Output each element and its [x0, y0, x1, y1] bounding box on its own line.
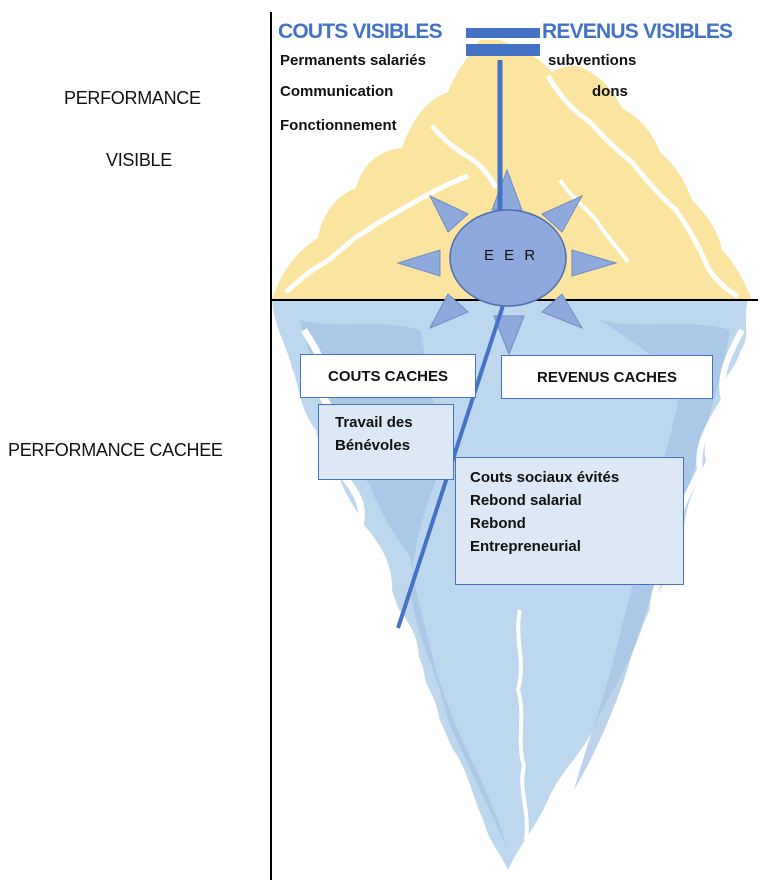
iceberg-snow-right	[545, 74, 740, 299]
ray-right-icon	[571, 249, 618, 277]
social-benefits-line: Rebond	[470, 515, 526, 532]
hidden-costs-box: COUTS CACHES	[300, 354, 476, 398]
volunteer-work-line: Bénévoles	[335, 437, 411, 454]
performance-hidden-label: PERFORMANCE CACHEE	[8, 440, 223, 460]
social-benefits-line: Rebond salarial	[470, 492, 582, 509]
volunteer-work-box: Travail des Bénévoles	[318, 404, 454, 480]
iceberg-visible	[272, 40, 752, 300]
visible-cost-item: Communication	[280, 83, 394, 100]
visible-cost-item: Fonctionnement	[280, 117, 397, 134]
iceberg-snow-left	[284, 173, 469, 294]
header-bar-bottom	[466, 44, 540, 56]
visible-cost-item: Permanents salariés	[280, 52, 426, 69]
iceberg-crevasse-mid	[516, 609, 529, 841]
hidden-revenue-label: REVENUS CACHES	[536, 368, 678, 386]
social-benefits-line: Couts sociaux évités	[470, 469, 620, 486]
iceberg-snow-right2	[558, 178, 630, 264]
visible-revenue-header: REVENUS VISIBLES	[542, 20, 733, 43]
eer-ellipse	[449, 209, 567, 307]
performance-visible-label-line2: VISIBLE	[106, 150, 172, 170]
visible-revenue-item: dons	[592, 83, 628, 100]
volunteer-work-line: Travail des	[335, 414, 413, 431]
visible-revenue-item: subventions	[548, 52, 637, 69]
hidden-revenue-box: REVENUS CACHES	[501, 355, 713, 399]
eer-label: E E R	[484, 247, 539, 264]
ray-up-left-icon	[428, 194, 469, 233]
ray-left-icon	[396, 249, 441, 277]
ray-down-left-icon	[428, 293, 469, 330]
ray-down-right-icon	[541, 293, 584, 330]
iceberg-snow-mid	[430, 124, 499, 190]
hidden-costs-label: COUTS CACHES	[327, 367, 448, 385]
ray-up-right-icon	[541, 194, 584, 233]
visible-costs-header: COUTS VISIBLES	[278, 20, 443, 43]
social-benefits-box: Couts sociaux évités Rebond salarial Reb…	[455, 457, 684, 585]
social-benefits-line: Entrepreneurial	[470, 538, 581, 555]
header-bar-top	[466, 28, 540, 38]
ray-down-icon	[493, 315, 525, 356]
performance-visible-label-line1: PERFORMANCE	[64, 88, 201, 108]
